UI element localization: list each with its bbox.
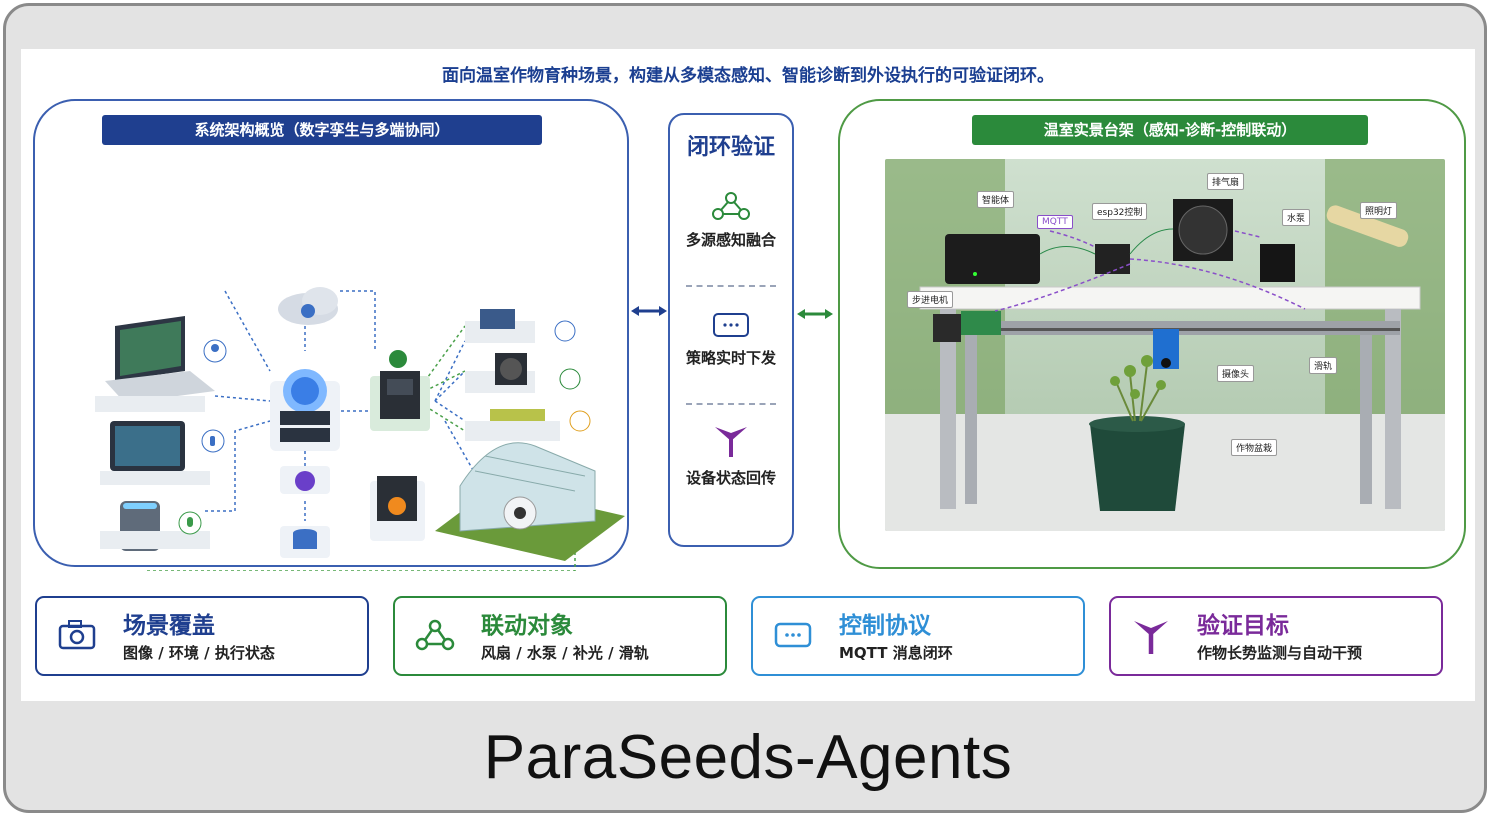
greenhouse-icon [435,442,625,561]
closed-loop-panel: 闭环验证 多源感知融合 策略实时下发 [668,113,794,547]
camera-icon [58,620,96,650]
feedback-item: 设备状态回传 [670,423,792,487]
left-double-arrow [631,306,667,316]
feedback-label: 设备状态回传 [685,469,776,487]
diagram-canvas: 面向温室作物育种场景，构建从多模态感知、智能诊断到外设执行的可验证闭环。 系统架… [21,49,1475,701]
dispatch-item: 策略实时下发 [670,311,792,367]
closed-loop-title: 闭环验证 [686,135,775,160]
network-nodes-icon [415,619,455,651]
message-icon [774,622,812,648]
fan-icon [465,353,535,393]
dispatch-label: 策略实时下发 [685,349,776,367]
label-esp32: esp32控制 [1092,203,1148,220]
cloud-icon [278,287,338,325]
card-title: 验证目标 [1197,613,1289,639]
card-title: 联动对象 [481,613,573,639]
network-nodes-icon [712,192,750,220]
card-title: 控制协议 [839,613,931,639]
fusion-label: 多源感知融合 [685,231,776,249]
testbed-scene [885,159,1445,531]
card-linked-objects: 联动对象 风扇 / 水泵 / 补光 / 滑轨 [393,596,727,676]
card-subtitle: 风扇 / 水泵 / 补光 / 滑轨 [481,644,649,662]
message-icon [713,313,749,337]
media-box-icon [370,476,425,541]
system-architecture-panel: 系统架构概览（数字孪生与多端协同） [33,99,629,571]
label-rail: 滑轨 [1309,357,1338,374]
label-exhaust-fan: 排气扇 [1207,173,1245,190]
card-validation-goal: 验证目标 作物长势监测与自动干预 [1109,596,1443,676]
fusion-item: 多源感知融合 [670,191,792,249]
separator [686,403,776,405]
sprout-icon [1134,621,1168,654]
testbed-photo: 智能体 MQTT esp32控制 排气扇 水泵 照明灯 步进电机 摄像头 滑轨 … [885,159,1445,531]
card-scene-coverage: 场景覆盖 图像 / 环境 / 执行状态 [35,596,369,676]
label-plant-pot: 作物盆栽 [1231,439,1278,456]
card-subtitle: MQTT 消息闭环 [839,644,953,662]
laptop-icon [95,316,215,412]
card-subtitle: 作物长势监测与自动干预 [1197,644,1363,662]
footer-title: ParaSeeds-Agents [483,723,1013,792]
esp32-board-icon [370,350,430,431]
label-stepper: 步进电机 [907,291,954,308]
greenhouse-testbed-panel: 温室实景台架（感知-诊断-控制联动） [838,99,1466,569]
architecture-banner: 系统架构概览（数字孪生与多端协同） [102,115,542,145]
testbed-banner: 温室实景台架（感知-诊断-控制联动） [972,115,1368,145]
label-mqtt: MQTT [1037,215,1073,229]
right-double-arrow [797,309,833,319]
label-smart-body: 智能体 [977,191,1015,208]
label-water-pump: 水泵 [1282,209,1311,226]
label-camera: 摄像头 [1217,365,1255,382]
sprout-icon [715,427,747,457]
signal-icon [280,466,330,494]
label-light: 照明灯 [1360,202,1398,219]
figure-frame: 面向温室作物育种场景，构建从多模态感知、智能诊断到外设执行的可验证闭环。 系统架… [3,3,1487,813]
smart-speaker-icon [100,501,210,551]
grow-light-icon [465,409,560,441]
separator [686,285,776,287]
headline: 面向温室作物育种场景，构建从多模态感知、智能诊断到外设执行的可验证闭环。 [442,66,1054,86]
ai-server-icon [270,369,340,451]
architecture-illustration [95,287,625,571]
card-control-protocol: 控制协议 MQTT 消息闭环 [751,596,1085,676]
water-pump-icon [465,309,535,343]
database-icon [280,526,330,558]
card-subtitle: 图像 / 环境 / 执行状态 [123,644,275,662]
card-title: 场景覆盖 [123,613,215,639]
tablet-icon [100,421,210,485]
